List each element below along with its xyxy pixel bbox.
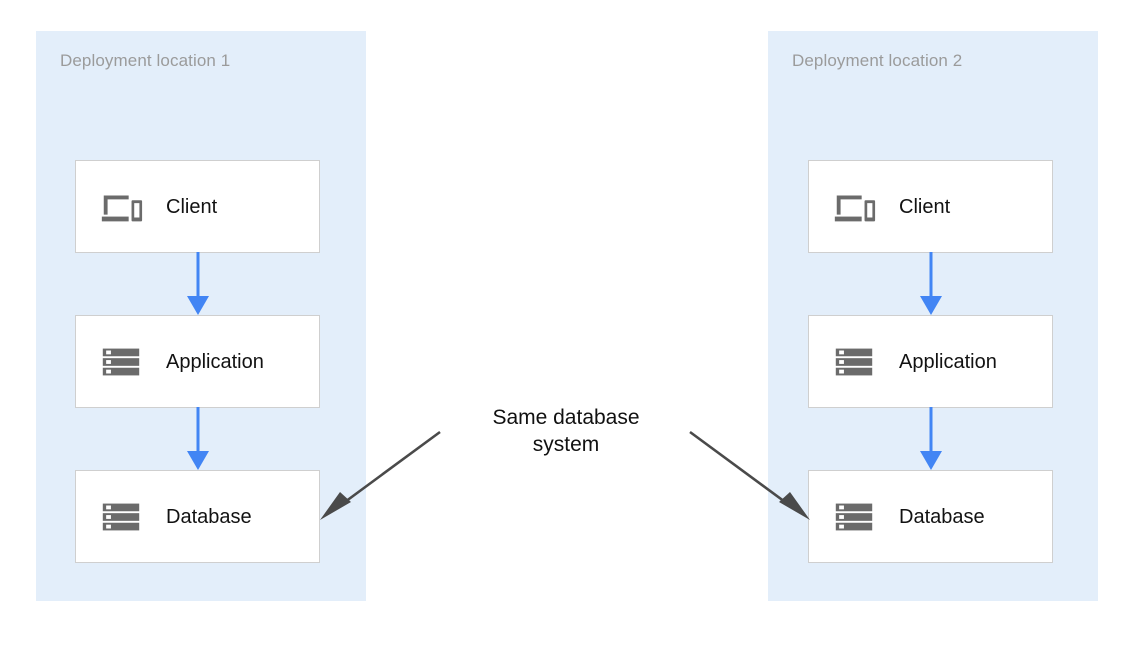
- devices-icon: [834, 195, 876, 221]
- node-application-2[interactable]: Application: [808, 315, 1053, 408]
- connector-application-to-database-1: [187, 407, 209, 470]
- connector-application-to-database-2: [920, 407, 942, 470]
- node-application-1[interactable]: Application: [75, 315, 320, 408]
- connector-client-to-application-1: [187, 252, 209, 315]
- node-database-2-label: Database: [899, 505, 985, 528]
- zone-1-label: Deployment location 1: [60, 51, 231, 70]
- annotation-line-2: system: [532, 433, 600, 456]
- annotation-pointer-left-icon: [320, 430, 441, 520]
- annotation-same-database-system: Same database system: [438, 404, 694, 458]
- node-application-2-label: Application: [899, 350, 997, 373]
- server-icon: [102, 503, 140, 530]
- node-database-2[interactable]: Database: [808, 470, 1053, 563]
- connector-client-to-application-2: [920, 252, 942, 315]
- node-client-1-label: Client: [166, 195, 218, 218]
- server-icon: [835, 348, 873, 375]
- zone-2-label: Deployment location 2: [792, 51, 963, 70]
- devices-icon: [101, 195, 143, 221]
- node-database-1-label: Database: [166, 505, 252, 528]
- node-client-2[interactable]: Client: [808, 160, 1053, 253]
- node-client-1[interactable]: Client: [75, 160, 320, 253]
- server-icon: [835, 503, 873, 530]
- node-database-1[interactable]: Database: [75, 470, 320, 563]
- node-application-1-label: Application: [166, 350, 264, 373]
- annotation-line-1: Same database: [492, 406, 640, 429]
- server-icon: [102, 348, 140, 375]
- annotation-pointer-right-icon: [689, 430, 810, 520]
- node-client-2-label: Client: [899, 195, 951, 218]
